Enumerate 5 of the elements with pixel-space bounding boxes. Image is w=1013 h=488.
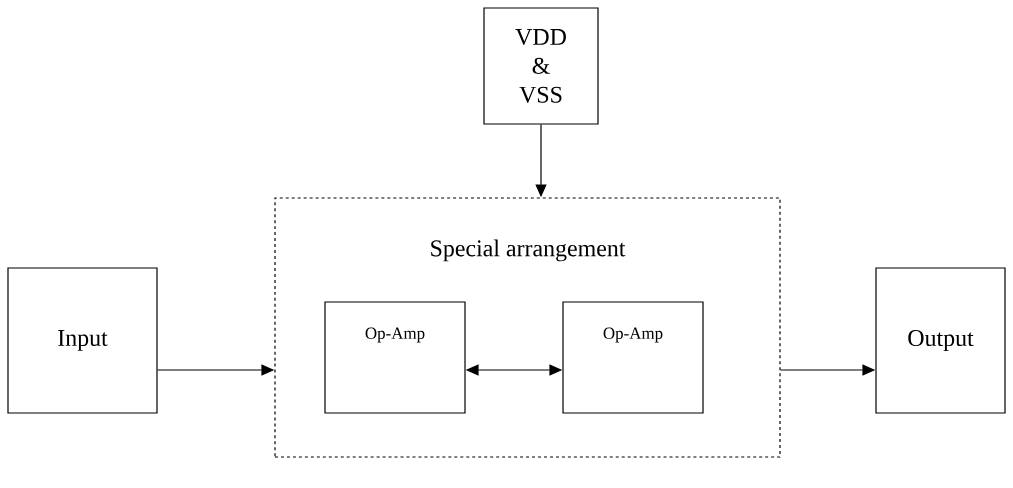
op-amp-box: Op-Amp	[562, 301, 704, 414]
supply-box: VDD & VSS	[483, 7, 599, 125]
op-amp-box: Op-Amp	[324, 301, 466, 414]
output-box: Output	[875, 267, 1006, 414]
input-box: Input	[7, 267, 158, 414]
